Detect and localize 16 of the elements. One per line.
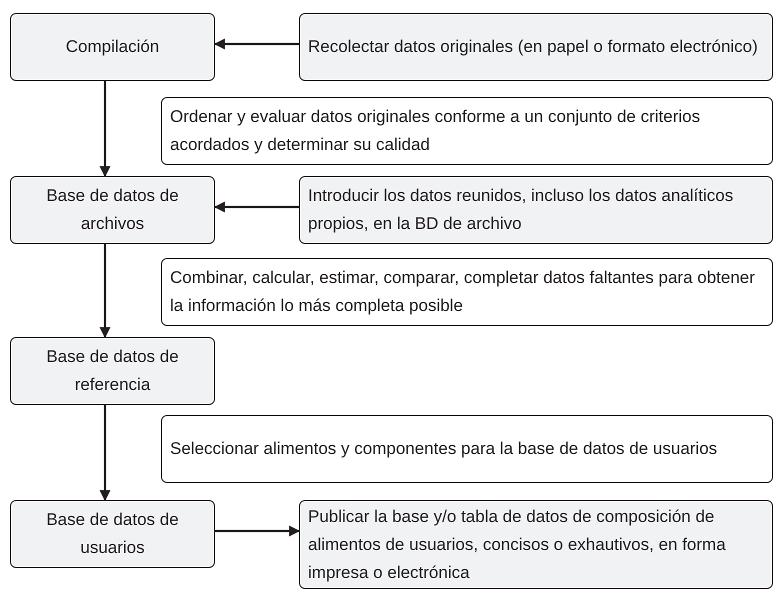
arrow <box>214 38 299 50</box>
arrow <box>215 526 300 536</box>
note-box: Combinar, calcular, estimar, comparar, completar datos faltantes para obtener la información lo más completa posible <box>161 258 773 326</box>
input-box: Publicar la base y/o tabla de datos de composición de alimentos de usuarios, concisos o exhautivos, en forma impresa o electrónica <box>299 500 773 589</box>
note-box: Ordenar y evaluar datos originales conforme a un conjunto de criterios acordados y determinar su calidad <box>161 97 773 165</box>
arrow <box>214 202 299 212</box>
arrow <box>100 405 110 502</box>
process-box: Base de datos de referencia <box>10 337 215 405</box>
process-box: Compilación <box>10 13 215 81</box>
arrow <box>100 244 110 338</box>
input-box: Introducir los datos reunidos, incluso los datos analíticos propios, en la BD de archivo <box>299 176 773 244</box>
note-box: Seleccionar alimentos y componentes para la base de datos de usuarios <box>161 415 773 483</box>
arrow <box>100 81 110 178</box>
input-box: Recolectar datos originales (en papel o formato electrónico) <box>299 13 773 81</box>
process-box: Base de datos de archivos <box>10 176 215 244</box>
process-box: Base de datos de usuarios <box>10 500 215 568</box>
